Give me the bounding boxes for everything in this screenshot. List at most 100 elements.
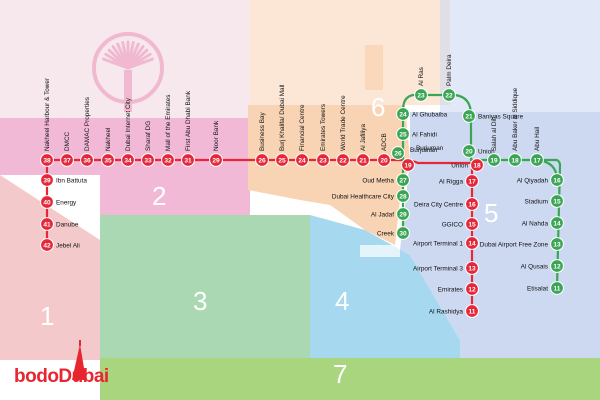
red-station-marker[interactable] (40, 195, 54, 209)
red-station-marker[interactable] (465, 304, 479, 318)
green-station-marker[interactable] (396, 127, 410, 141)
red-station-marker[interactable] (40, 238, 54, 252)
red-station-marker[interactable] (141, 153, 155, 167)
red-station-marker[interactable] (60, 153, 74, 167)
green-station-marker[interactable] (508, 153, 522, 167)
red-station-marker[interactable] (470, 158, 484, 172)
red-station-marker[interactable] (465, 236, 479, 250)
green-station-marker[interactable] (487, 153, 501, 167)
red-station-marker[interactable] (336, 153, 350, 167)
red-station-marker[interactable] (40, 217, 54, 231)
green-station-marker[interactable] (414, 88, 428, 102)
red-station-marker[interactable] (121, 153, 135, 167)
green-station-marker[interactable] (396, 173, 410, 187)
red-station-name: Noor Bank (213, 120, 220, 151)
red-station-name: GGICO (442, 221, 463, 228)
red-station-marker[interactable] (80, 153, 94, 167)
red-station-marker[interactable] (255, 153, 269, 167)
green-station-marker[interactable] (396, 226, 410, 240)
green-station-marker[interactable] (550, 259, 564, 273)
green-station-marker[interactable] (530, 153, 544, 167)
red-station-marker[interactable] (401, 158, 415, 172)
red-station-marker[interactable] (181, 153, 195, 167)
red-station-marker[interactable] (356, 153, 370, 167)
red-station-marker[interactable] (295, 153, 309, 167)
green-station-marker[interactable] (391, 146, 405, 160)
red-station-marker[interactable] (377, 153, 391, 167)
green-station-marker[interactable] (396, 207, 410, 221)
red-station-marker[interactable] (316, 153, 330, 167)
green-station-marker[interactable] (550, 216, 564, 230)
green-station-marker[interactable] (462, 109, 476, 123)
green-station-marker[interactable] (550, 194, 564, 208)
green-station-marker[interactable] (396, 189, 410, 203)
green-station-marker[interactable] (462, 144, 476, 158)
green-station-marker[interactable] (442, 88, 456, 102)
green-station-marker[interactable] (550, 173, 564, 187)
red-station-marker[interactable] (40, 153, 54, 167)
red-station-marker[interactable] (40, 173, 54, 187)
red-station-marker[interactable] (465, 217, 479, 231)
red-station-marker[interactable] (101, 153, 115, 167)
red-station-marker[interactable] (209, 153, 223, 167)
red-station-marker[interactable] (465, 174, 479, 188)
red-station-marker[interactable] (465, 197, 479, 211)
green-station-marker[interactable] (396, 107, 410, 121)
red-station-marker[interactable] (275, 153, 289, 167)
red-station-marker[interactable] (465, 261, 479, 275)
red-station-marker[interactable] (465, 282, 479, 296)
green-station-marker[interactable] (550, 237, 564, 251)
red-station-marker[interactable] (161, 153, 175, 167)
green-station-marker[interactable] (550, 281, 564, 295)
